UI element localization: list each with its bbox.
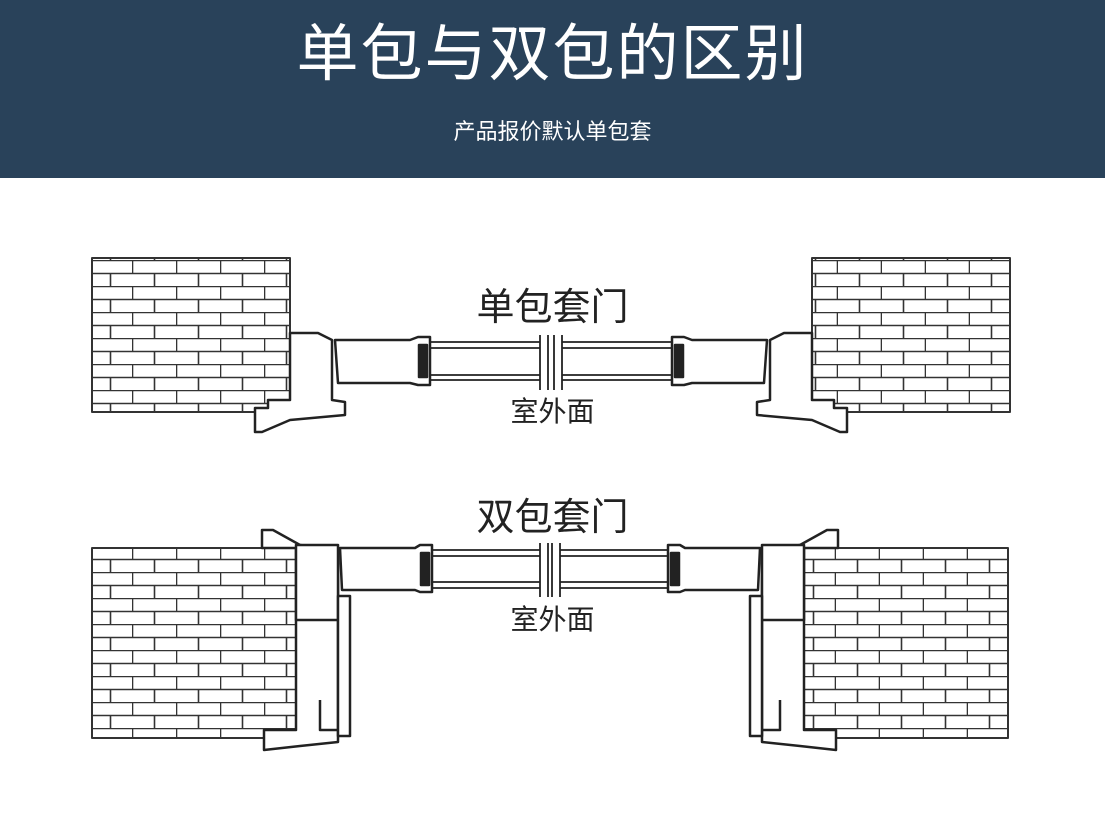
double-door-label: 双包套门 [476, 495, 629, 539]
single-outside-label: 室外面 [510, 395, 595, 428]
double-frame-left [90, 528, 550, 752]
double-frame-right [550, 528, 1010, 752]
page-subtitle: 产品报价默认单包套 [453, 120, 652, 145]
single-door-label: 单包套门 [476, 285, 629, 329]
double-outside-label: 室外面 [510, 603, 595, 636]
header-banner: 单包与双包的区别 产品报价默认单包套 [0, 0, 1105, 178]
page-title: 单包与双包的区别 [296, 17, 809, 90]
